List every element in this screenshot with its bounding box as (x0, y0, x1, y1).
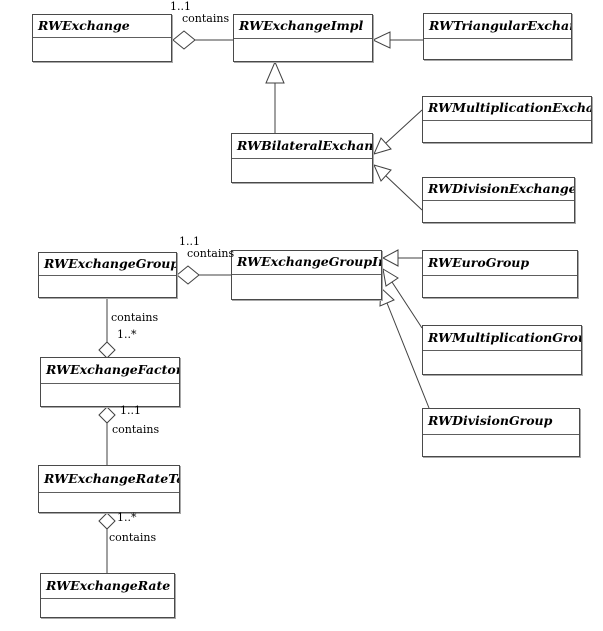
association-name-label: contains (111, 311, 159, 324)
class-rwexchangerate[interactable]: RWExchangeRate (40, 573, 175, 618)
class-compartment (234, 39, 372, 61)
class-rwmultiplicationexchange[interactable]: RWMultiplicationExchange (422, 96, 592, 143)
inheritance-triangle-icon (373, 137, 392, 155)
class-compartment (41, 599, 174, 617)
class-rwtriangularexchange[interactable]: RWTriangularExchange (423, 13, 572, 60)
class-rwexchange[interactable]: RWExchange (32, 14, 172, 62)
association-name-label: contains (182, 12, 230, 25)
association-name-label: contains (112, 423, 160, 436)
class-rwexchangeimpl[interactable]: RWExchangeImpl (233, 14, 373, 62)
multiplicity-label: 1..1 (170, 0, 191, 13)
generalization-line (386, 302, 430, 409)
aggregation-diamond-icon (98, 406, 116, 424)
multiplicity-label: 1..1 (179, 235, 200, 248)
association-name-label: contains (187, 247, 235, 260)
class-rwexchangegroupimpl[interactable]: RWExchangeGroupImpl (231, 250, 382, 300)
class-compartment (424, 39, 571, 59)
class-compartment (39, 493, 179, 512)
class-rweurogroup[interactable]: RWEuroGroup (422, 250, 578, 298)
multiplicity-label: 1..* (117, 511, 137, 524)
class-name-label: RWExchange (33, 15, 171, 38)
class-compartment (423, 201, 574, 222)
inheritance-triangle-icon (382, 268, 399, 287)
class-rwdivisiongroup[interactable]: RWDivisionGroup (422, 408, 580, 457)
class-compartment (41, 384, 179, 406)
inheritance-triangle-icon (379, 286, 395, 307)
class-name-label: RWExchangeRateTable (39, 466, 179, 493)
class-name-label: RWEuroGroup (423, 251, 577, 276)
class-name-label: RWBilateralExchange (232, 134, 372, 159)
class-name-label: RWExchangeGroup (39, 253, 176, 276)
class-name-label: RWExchangeImpl (234, 15, 372, 39)
class-name-label: RWDivisionGroup (423, 409, 579, 435)
class-rwdivisionexchange[interactable]: RWDivisionExchange (422, 177, 575, 223)
inheritance-triangle-icon (373, 164, 392, 182)
class-rwexchangefactory[interactable]: RWExchangeFactory (40, 357, 180, 407)
class-compartment (423, 435, 579, 456)
generalization-line (391, 281, 423, 329)
class-name-label: RWExchangeRate (41, 574, 174, 599)
association-name-label: contains (109, 531, 157, 544)
aggregation-diamond-icon (98, 341, 116, 359)
generalization-line (385, 109, 423, 144)
class-rwbilateralexchange[interactable]: RWBilateralExchange (231, 133, 373, 183)
class-name-label: RWExchangeFactory (41, 358, 179, 384)
class-rwexchangeratetable[interactable]: RWExchangeRateTable (38, 465, 180, 513)
multiplicity-label: 1..1 (120, 404, 141, 417)
aggregation-diamond-icon (176, 265, 200, 285)
multiplicity-label: 1..* (117, 328, 137, 341)
inheritance-triangle-icon (381, 249, 399, 267)
class-compartment (232, 275, 381, 299)
aggregation-diamond-icon (98, 512, 116, 530)
inheritance-triangle-icon (371, 31, 391, 49)
class-name-label: RWMultiplicationGroup (423, 326, 581, 351)
class-rwmultiplicationgroup[interactable]: RWMultiplicationGroup (422, 325, 582, 375)
generalization-line (385, 175, 423, 211)
inheritance-triangle-icon (265, 60, 285, 84)
class-name-label: RWTriangularExchange (424, 14, 571, 39)
class-compartment (33, 38, 171, 61)
class-name-label: RWMultiplicationExchange (423, 97, 591, 121)
class-compartment (232, 159, 372, 182)
class-compartment (423, 121, 591, 142)
aggregation-diamond-icon (172, 30, 196, 50)
class-name-label: RWDivisionExchange (423, 178, 574, 201)
class-compartment (423, 276, 577, 297)
class-rwexchangegroup[interactable]: RWExchangeGroup (38, 252, 177, 298)
class-compartment (423, 351, 581, 374)
class-compartment (39, 276, 176, 297)
class-name-label: RWExchangeGroupImpl (232, 251, 381, 275)
